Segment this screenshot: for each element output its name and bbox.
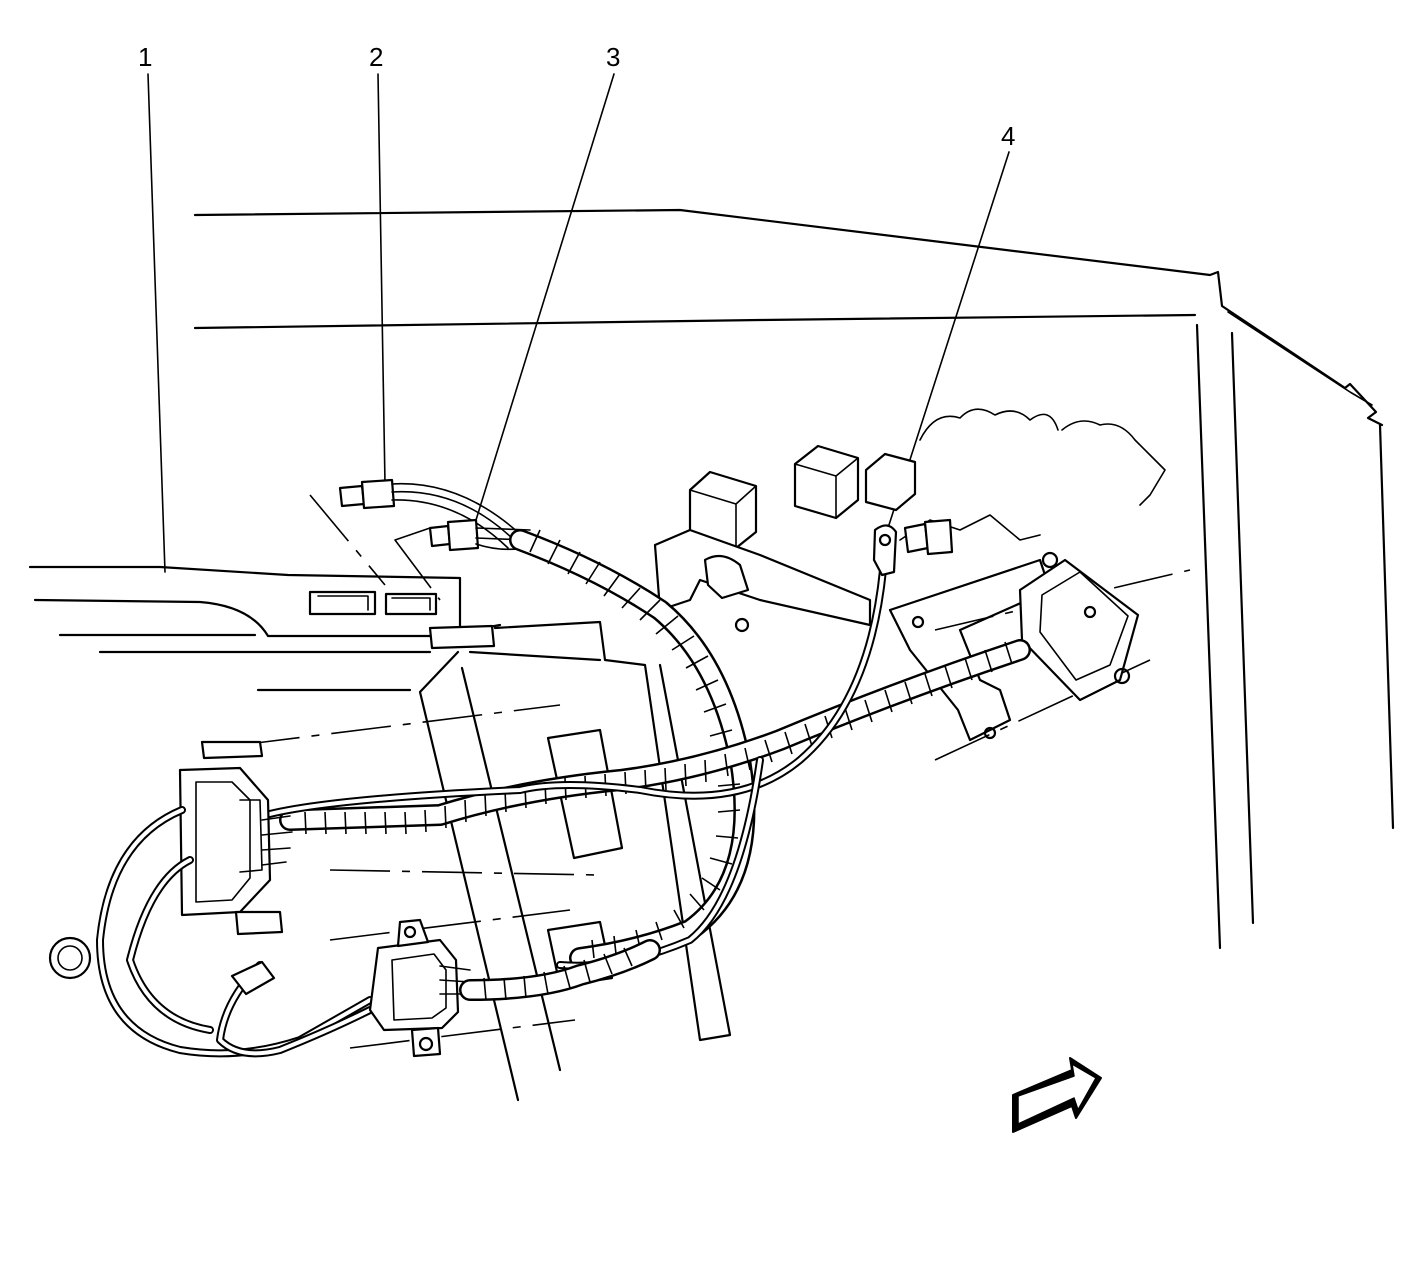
left-harness-loop: [48, 806, 374, 1058]
ground-terminal: [872, 518, 954, 577]
instrument-panel-carrier: [28, 565, 502, 692]
lower-connector: [368, 918, 471, 1058]
callout-label-2: 2: [369, 42, 383, 72]
callout-label-4: 4: [1001, 121, 1015, 151]
relay-center: [793, 444, 860, 520]
connector-3: [394, 518, 531, 601]
right-connector-module: [1018, 551, 1140, 702]
leader-line-2: [377, 73, 386, 485]
relay-bracket: [653, 528, 872, 633]
leader-line-1: [147, 73, 166, 573]
callout-label-1: 1: [138, 42, 152, 72]
left-main-connector: [178, 740, 293, 936]
lower-harness-branch: [459, 939, 661, 1001]
callout-label-3: 3: [606, 42, 620, 72]
relay-right: [864, 452, 917, 512]
leader-line-3: [475, 73, 615, 521]
view-direction-arrow-icon: [1012, 1057, 1102, 1133]
body-panel-outline: [193, 208, 1395, 950]
